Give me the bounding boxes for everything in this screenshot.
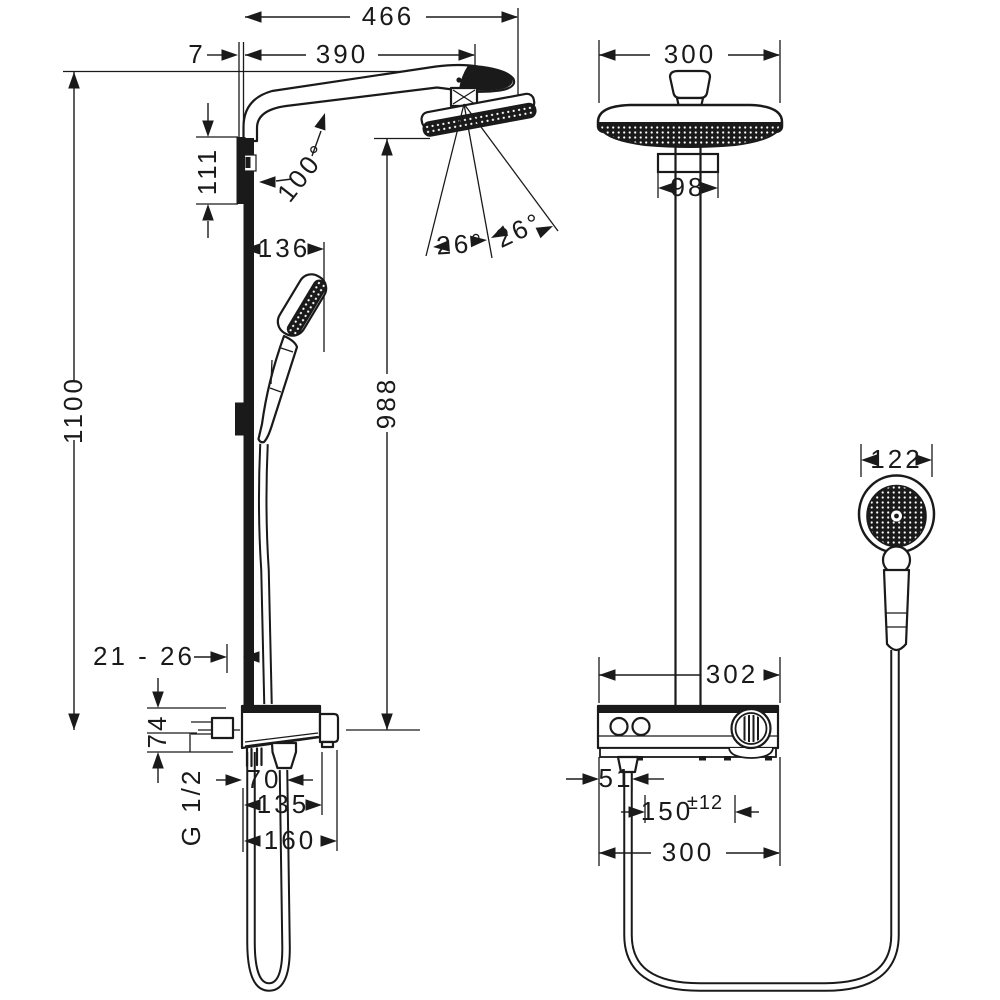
side-view: 466 390 7 1100 988 xyxy=(58,1,559,992)
dim-head-width: 300 xyxy=(664,39,716,69)
side-view-dimensions: 466 390 7 1100 988 xyxy=(58,1,556,855)
front-view: 300 98 122 302 51 150 xyxy=(566,39,936,992)
valve-knob-side xyxy=(318,712,340,744)
dim-arm-angle: 100° xyxy=(271,137,335,207)
pipe-flange xyxy=(656,152,720,174)
hose-upper-side-core xyxy=(259,443,271,705)
hose-loop-side xyxy=(246,752,291,992)
spray-fan-lines xyxy=(425,103,559,259)
dim-valve-width: 300 xyxy=(662,837,714,867)
valve-shelf-strip xyxy=(599,747,777,758)
hose-outlet-front xyxy=(616,755,640,774)
valve-button-2 xyxy=(631,716,651,737)
valve-side xyxy=(191,704,340,770)
front-view-dimensions: 300 98 122 302 51 150 xyxy=(566,39,932,867)
shower-arm-side xyxy=(242,63,516,143)
dim-total-height: 1100 xyxy=(58,376,88,444)
arm-end-spout xyxy=(459,65,513,91)
valve-front xyxy=(596,704,780,774)
dim-total-reach: 466 xyxy=(362,1,414,31)
arm-pivot-dot xyxy=(456,77,462,83)
dim-supply-spacing-tolerance: ±12 xyxy=(687,792,723,814)
supply-connection-side xyxy=(210,716,235,740)
dim-supply-spacing: 150 xyxy=(641,796,693,826)
dim-holder-offset: 136 xyxy=(258,233,310,263)
hose-outlet-side xyxy=(270,741,298,770)
valve-button-1 xyxy=(609,716,629,737)
dim-outlet-offset: 70 xyxy=(247,764,282,794)
overhead-shower-front xyxy=(596,69,784,148)
dim-wall-clearance: 21 - 26 xyxy=(93,641,195,671)
dim-wall-bracket-height: 111 xyxy=(192,147,222,196)
valve-knob-front xyxy=(730,707,772,750)
handshower-holder xyxy=(235,402,249,436)
wall-bracket xyxy=(236,137,246,204)
dim-hose-outlet-offset: 51 xyxy=(599,763,634,793)
hand-shower-handle xyxy=(257,334,299,444)
dim-flange-width: 98 xyxy=(671,172,706,202)
valve-strip-ticks xyxy=(636,756,772,761)
hose-front xyxy=(623,650,900,992)
dim-valve-depth: 135 xyxy=(257,789,309,819)
dim-arm-reach: 390 xyxy=(316,39,368,69)
overhead-spray-face xyxy=(597,122,783,148)
valve-legs-side xyxy=(245,747,263,768)
dim-head-height: 988 xyxy=(371,377,401,429)
overhead-mount-knob xyxy=(668,69,712,100)
front-view-extension-lines xyxy=(598,40,933,866)
dim-shelf-width: 302 xyxy=(706,659,758,689)
hand-shower-side xyxy=(257,273,328,444)
dim-valve-body-height: 74 xyxy=(142,714,172,749)
overhead-shower-side xyxy=(420,92,537,137)
hand-shower-front xyxy=(857,474,936,652)
vertical-pipe-front xyxy=(674,144,702,708)
bar-clamp-detail xyxy=(243,143,257,172)
hand-shower-handle-front xyxy=(882,568,911,652)
dim-top-offset: 7 xyxy=(188,39,205,69)
dim-handshower-width: 122 xyxy=(870,444,922,474)
dim-valve-total-depth: 160 xyxy=(264,825,316,855)
label-thread-g12: G 1/2 xyxy=(176,768,206,847)
